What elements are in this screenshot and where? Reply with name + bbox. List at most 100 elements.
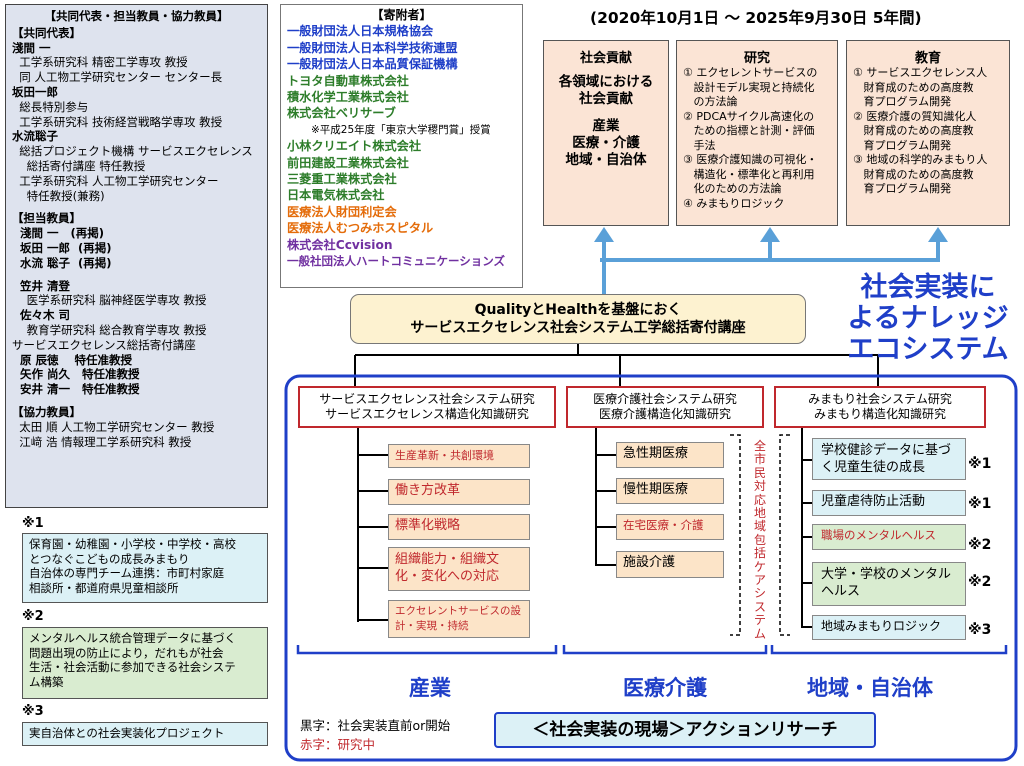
donor-item: 日本電気株式会社 (287, 188, 385, 203)
members-row: 江﨑 浩 情報理工学系研究科 教授 (12, 434, 192, 449)
action-research-box: ＜社会実装の現場＞アクションリサーチ (494, 712, 876, 748)
community-item-4: 大学・学校のメンタルヘルス (812, 562, 966, 606)
members-panel: 【共同代表・担当教員・協力教員】 【共同代表】淺間 一 工学系研究科 精密工学専… (5, 4, 268, 508)
donor-item: 株式会社Ccvision (287, 237, 393, 252)
legend-red: 赤字：研究中 (300, 737, 376, 752)
arrowhead-research (760, 227, 780, 242)
industry-item-1: 生産革新・共創環境 (388, 444, 530, 468)
box-line: ① エクセレントサービスの (683, 66, 818, 79)
members-row: 原 辰徳 特任准教授 (12, 352, 133, 367)
education-title: 教育 (914, 51, 941, 66)
members-row: 【担当教員】 (12, 211, 81, 226)
note-1-box: 保育園・幼稚園・小学校・中学校・高校とつなぐこどもの成長みまもり自治体の専門チー… (22, 533, 268, 603)
community-item-1: 学校健診データに基づく児童生徒の成長 (812, 438, 966, 480)
donor-item: 医療法人財団利定会 (287, 204, 397, 219)
community-item-5: 地域みまもりロジック (812, 615, 966, 640)
industry-item-2: 働き方改革 (388, 479, 530, 505)
donor-item: トヨタ自動車株式会社 (287, 73, 409, 88)
members-row: 淺間 一 (再掲) (12, 226, 105, 241)
ecosystem-label-line: よるナレッジ (847, 303, 1009, 334)
box-line: 育プログラム開発 (853, 182, 952, 195)
community-mark-2: ※1 (968, 496, 992, 512)
box-line: ③ 地域の科学的みまもり人 (853, 153, 988, 166)
lab-1-line-1: サービスエクセレンス社会システム研究 (319, 392, 535, 406)
members-row: 特任教授(兼務) (12, 188, 105, 203)
box-line: ④ みまもりロジック (683, 196, 785, 210)
industry-item-3: 標準化戦略 (388, 514, 530, 540)
domain-industry: 産業 (409, 676, 451, 700)
lab-1-line-2: サービスエクセレンス構造化知識研究 (325, 407, 529, 421)
members-row: 【協力教員】 (12, 404, 81, 419)
members-row: 淺間 一 (12, 40, 51, 55)
medical-item-3: 在宅医療・介護 (616, 514, 724, 540)
note-line: メンタルヘルス統合管理データに基づく (29, 631, 236, 645)
box-line: の方法論 (683, 95, 738, 108)
box-line: 育プログラム開発 (853, 138, 952, 152)
members-row: 総括寄付講座 特任教授 (12, 158, 146, 173)
community-mark-5: ※3 (968, 622, 992, 638)
note-3-text: 実自治体との社会実装化プロジェクト (29, 726, 261, 741)
members-row: 坂田 一郎 (再掲) (12, 240, 112, 255)
box-line: 構造化・標準化と再利用 (683, 167, 815, 181)
box-line: ③ 医療介護知識の可視化・ (683, 153, 818, 166)
box-line: 地域・自治体 (565, 152, 647, 168)
medical-item-1: 急性期医療 (616, 442, 724, 468)
lab-2-line-2: 医療介護構造化知識研究 (598, 407, 731, 421)
donor-item: ※平成25年度「東京大学稷門賞」授賞 (311, 123, 491, 136)
note-3-box: 実自治体との社会実装化プロジェクト (22, 722, 268, 746)
lab-3-line-2: みまもり構造化知識研究 (813, 407, 946, 421)
members-title: 【共同代表・担当教員・協力教員】 (44, 9, 229, 23)
central-line-2: サービスエクセレンス社会システム工学総括寄付講座 (410, 320, 746, 336)
box-line: 医療・介護 (572, 135, 640, 151)
note-2-box: メンタルヘルス統合管理データに基づく問題出現の防止により，だれもが社会生活・社会… (22, 627, 268, 699)
members-row: 【共同代表】 (12, 25, 81, 40)
note-line: 生活・社会活動に参加できる社会システ (29, 660, 236, 674)
lab-2-line-1: 医療介護社会システム研究 (593, 392, 737, 406)
members-list: 【共同代表】淺間 一 工学系研究科 精密工学専攻 教授 同 人工物工学研究センタ… (12, 26, 261, 450)
members-row: 総括プロジェクト機構 サービスエクセレンス (12, 144, 253, 159)
members-row: 総長特別参与 (12, 99, 89, 114)
members-row: 矢作 尚久 特任准教授 (12, 367, 140, 382)
lab-service-excellence: サービスエクセレンス社会システム研究 サービスエクセレンス構造化知識研究 (298, 386, 556, 428)
donor-item: 株式会社ベリサーブ (287, 106, 396, 121)
box-line: 社会貢献 (579, 91, 633, 107)
box-line: ② PDCAサイクル高速化の (683, 109, 815, 123)
members-row: 水流 聡子 (再掲) (12, 255, 112, 270)
box-line: 財育成のための高度教 (853, 124, 974, 137)
care-system-label: 全市民対応地域包括ケアシステム (753, 439, 766, 641)
donor-item: 医療法人むつみホスピタル (287, 221, 434, 236)
medical-item-2: 慢性期医療 (616, 478, 724, 504)
ecosystem-label: 社会実装によるナレッジエコシステム (838, 272, 1018, 365)
arrowhead-social (594, 227, 614, 242)
box-line: ための指標と計測・評価 (683, 124, 815, 137)
note-line: 保育園・幼稚園・小学校・中学校・高校 (29, 537, 236, 551)
donor-item: 一般財団法人日本品質保証機構 (287, 57, 458, 72)
donors-title: 【寄附者】 (371, 8, 432, 22)
community-mark-3: ※2 (968, 537, 992, 553)
members-row: 安井 清一 特任准教授 (12, 382, 140, 397)
central-chair-box: QualityとHealthを基盤におく サービスエクセレンス社会システム工学総… (350, 294, 806, 344)
box-line: 設計モデル実現と持続化 (683, 80, 815, 94)
ecosystem-frame (284, 374, 1018, 762)
donor-item: 一般財団法人日本科学技術連盟 (287, 40, 458, 55)
note-line: 問題出現の防止により，だれもが社会 (29, 645, 224, 660)
note-line: 相談所・都道府県児童相談所 (29, 580, 179, 595)
donor-item: 小林クリエイト株式会社 (287, 139, 422, 154)
note-1-label: ※1 (22, 516, 44, 531)
members-row: 笠井 清登 (12, 278, 71, 293)
social-contribution-title: 社会貢献 (579, 51, 632, 66)
box-line: 化のための方法論 (683, 182, 782, 195)
members-row: 医学系研究科 脳神経医学専攻 教授 (12, 293, 207, 308)
lab-3-line-1: みまもり社会システム研究 (808, 392, 952, 406)
community-mark-4: ※2 (968, 574, 992, 590)
social-contribution-text: 各領域における社会貢献 産業医療・介護地域・自治体 (544, 74, 668, 169)
ecosystem-label-line: 社会実装に (860, 272, 996, 303)
members-row: 工学系研究科 技術経営戦略学専攻 教授 (12, 114, 223, 129)
members-row: 工学系研究科 精密工学専攻 教授 (12, 55, 188, 70)
community-item-2: 児童虐待防止活動 (812, 490, 966, 516)
note-3-label: ※3 (22, 704, 44, 719)
